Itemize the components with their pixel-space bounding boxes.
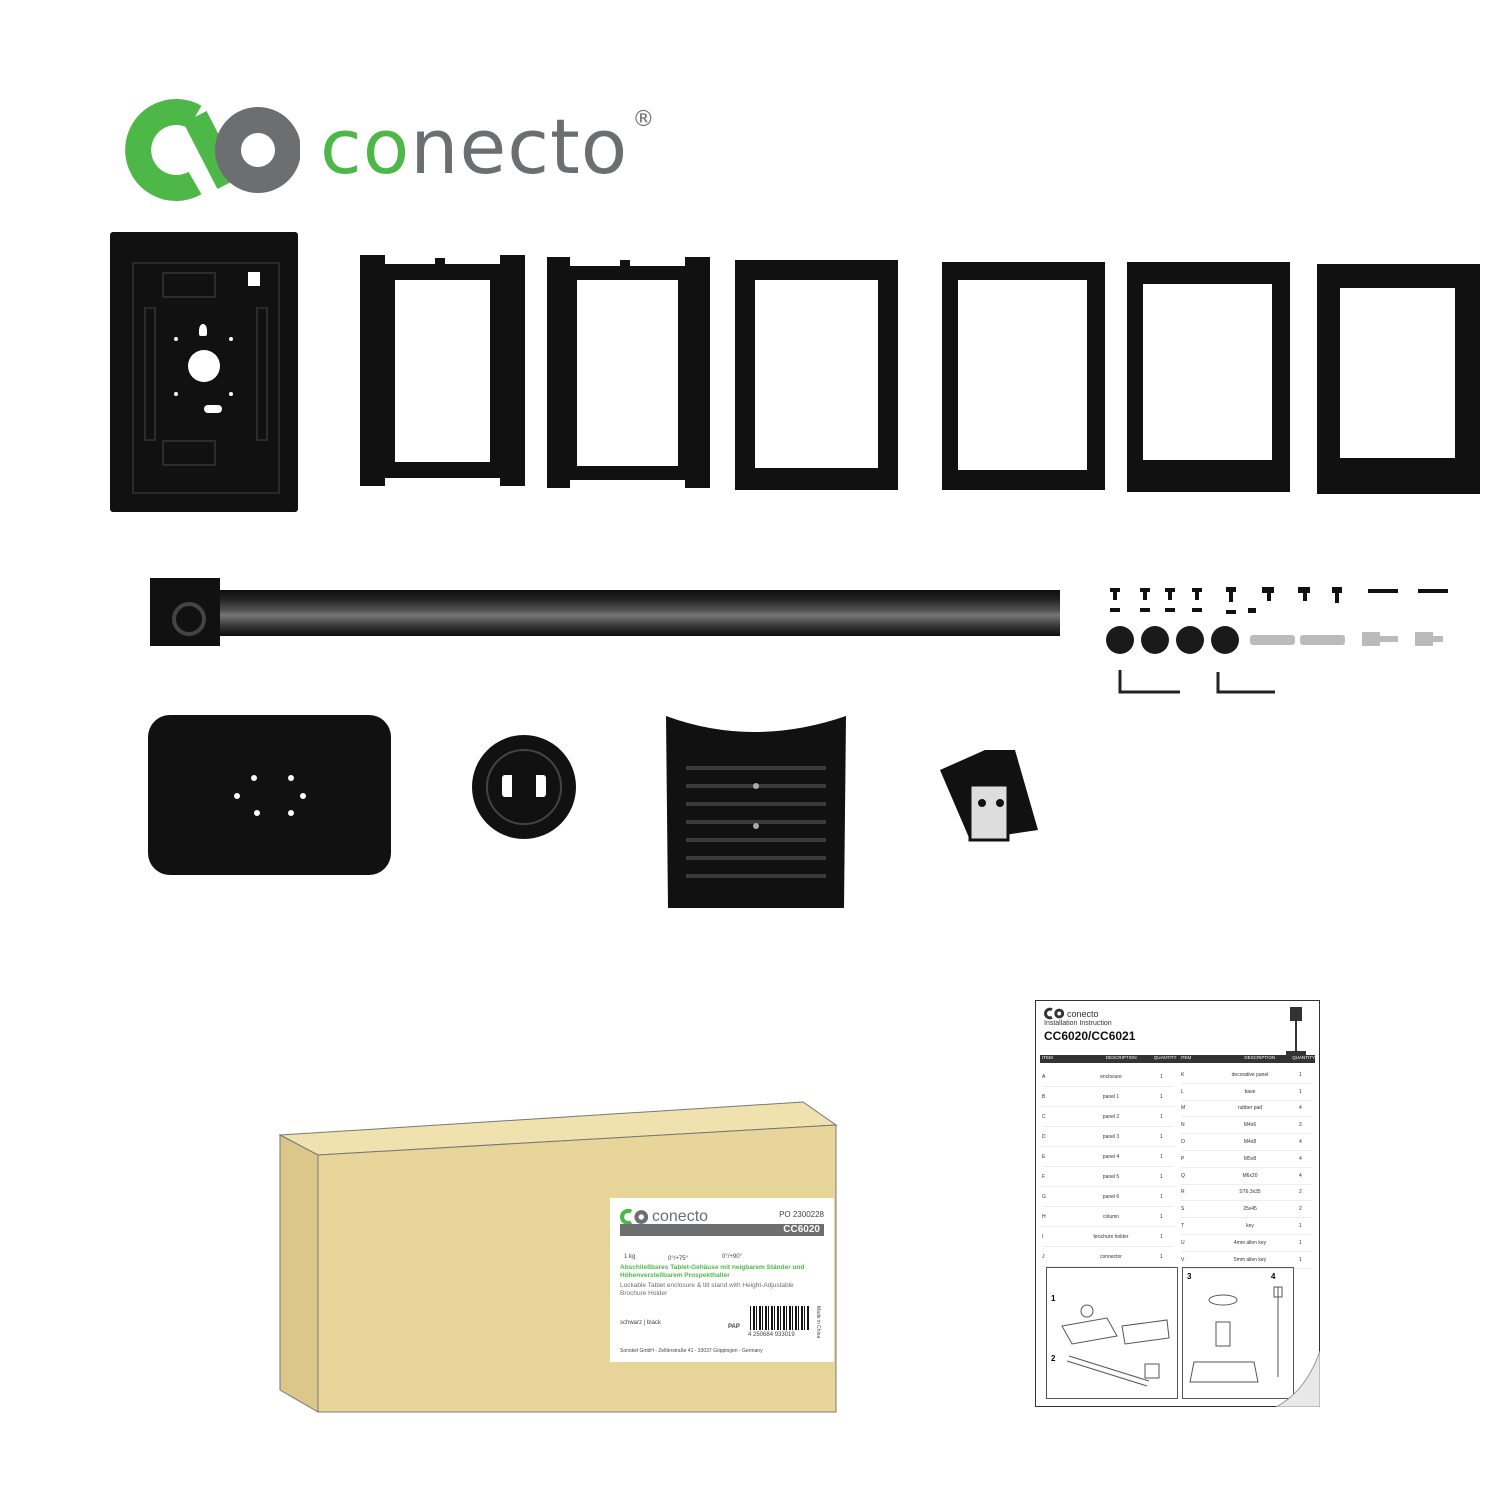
brand-co: co: [320, 102, 411, 191]
box-label: conecto PO 2300228 CC6020 1 kg 0°/+75° 0…: [610, 1198, 834, 1362]
label-barcode: [750, 1306, 810, 1330]
brand-reg: ®: [632, 107, 656, 132]
brand-necto: necto: [410, 102, 629, 191]
panel-3: [735, 260, 898, 490]
panel-5: [1127, 262, 1290, 492]
col-item-left: ITEM: [1042, 1055, 1053, 1060]
panel-1: [360, 255, 525, 486]
label-brand: conecto: [652, 1208, 709, 1225]
column-profile: [220, 590, 1060, 636]
step-1-number: 1: [1051, 1294, 1056, 1303]
manual-model: CC6020/CC6021: [1044, 1029, 1136, 1043]
panel-2: [547, 257, 710, 488]
label-model: CC6020: [783, 1224, 820, 1235]
step-3-4-illustration: [1189, 1286, 1283, 1383]
column-mount-plate: [150, 578, 220, 646]
conecto-logo-icon: [125, 99, 300, 201]
decorative-clip: [940, 750, 1038, 842]
screws-row-2: [1110, 608, 1256, 614]
enclosure-center-hole: [188, 350, 220, 382]
label-logo-icon: [620, 1208, 648, 1226]
wall-anchors: [1250, 632, 1443, 646]
label-title-en: Lockable Tablet enclosure & tilt stand w…: [620, 1282, 794, 1297]
manual-table-header: ITEM DESCRIPTION QUANTITY ITEM DESCRIPTI…: [1040, 1055, 1315, 1063]
label-model-bar: CC6020: [620, 1224, 824, 1236]
manual-stand-icon: [1286, 1007, 1306, 1055]
label-color: schwarz | black: [620, 1320, 661, 1326]
product-box: conecto PO 2300228 CC6020 1 kg 0°/+75° 0…: [278, 1100, 838, 1415]
manual-brand: conecto: [1067, 1008, 1099, 1019]
hardware-kit: [1106, 587, 1448, 694]
enclosure-inner-frame: [132, 262, 280, 494]
allen-keys: [1118, 670, 1275, 694]
label-rotate: 0°/+90°: [722, 1254, 742, 1260]
base-plate: [148, 715, 391, 875]
label-pap: PAP: [728, 1324, 740, 1330]
label-made-in: Made in China: [815, 1306, 821, 1339]
step-1-2-illustration: [1061, 1304, 1170, 1387]
tablet-enclosure: [110, 232, 298, 512]
label-barcode-number: 4 250684 933019: [748, 1332, 795, 1338]
col-item-right: ITEM: [1180, 1055, 1192, 1060]
manual-step-panel-right: 3 4: [1182, 1267, 1294, 1399]
brand-wordmark: conecto®: [320, 109, 655, 185]
brand-logo: conecto®: [125, 95, 685, 205]
installation-manual: conecto Installation Instruction CC6020/…: [1035, 1000, 1320, 1407]
screws-row-1: [1110, 587, 1448, 603]
adapter-panels: [360, 255, 1480, 494]
step-2-number: 2: [1051, 1354, 1056, 1363]
column: [150, 576, 1065, 646]
manual-page-curl: [1276, 1351, 1320, 1407]
panel-4: [942, 262, 1105, 490]
manual-step-panel-left: 1 2: [1046, 1267, 1178, 1399]
step-4-number: 4: [1271, 1272, 1276, 1281]
enclosure-lock-slot: [248, 272, 260, 286]
brochure-holder: [666, 716, 846, 908]
label-footer: Sonokel GmbH - Zeltlerstraße 41 - 33037 …: [620, 1348, 763, 1354]
manual-heading: Installation Instruction: [1044, 1020, 1112, 1027]
col-desc-left: DESCRIPTION: [1105, 1055, 1137, 1060]
col-qty-left: QUANTITY: [1153, 1055, 1177, 1060]
label-po: PO 2300228: [779, 1210, 824, 1219]
label-tilt: 0°/+75°: [668, 1256, 688, 1262]
label-weight: 1 kg: [624, 1254, 636, 1260]
panel-6: [1317, 264, 1480, 494]
connector: [472, 735, 576, 839]
col-qty-right: QUANTITY: [1292, 1055, 1316, 1060]
col-desc-right: DESCRIPTION: [1244, 1055, 1276, 1060]
manual-logo-icon: [1044, 1007, 1064, 1020]
rubber-pads: [1106, 626, 1239, 654]
step-3-number: 3: [1187, 1272, 1192, 1281]
label-title-de: Abschließbares Tablet-Gehäuse mit neigba…: [620, 1264, 805, 1279]
